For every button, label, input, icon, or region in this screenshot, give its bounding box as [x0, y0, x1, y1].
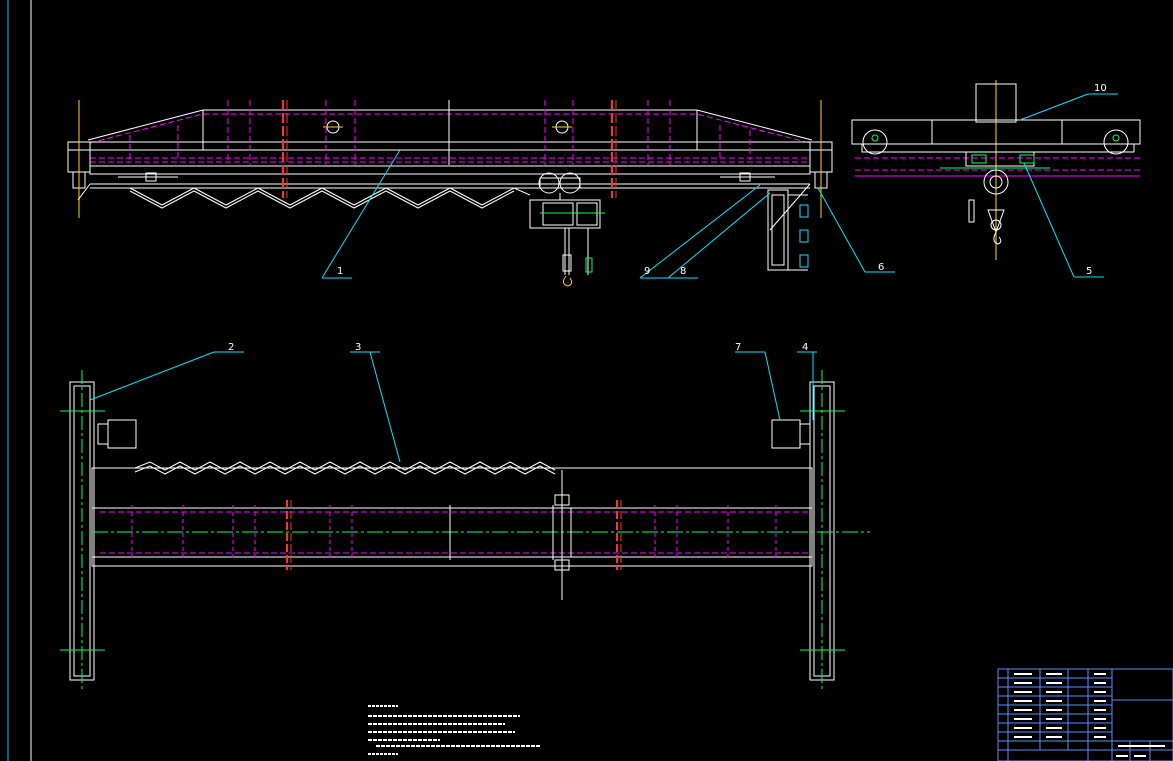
- part-label-8: 8: [680, 266, 686, 277]
- technical-notes-block: [368, 705, 540, 755]
- part-label-10: 10: [1094, 83, 1107, 94]
- part-label-2: 2: [228, 342, 234, 353]
- front-view-leaders: [321, 149, 895, 279]
- drawing-border: [7, 0, 32, 761]
- front-elevation-view: [67, 100, 833, 287]
- part-label-3: 3: [355, 342, 361, 353]
- electric-hoist: [529, 172, 605, 287]
- part-label-7: 7: [735, 342, 741, 353]
- part-label-6: 6: [878, 262, 884, 273]
- side-elevation-view: [851, 80, 1141, 260]
- title-block: [997, 668, 1173, 761]
- part-number-labels: 1 2 3 4 5 6 7 8 9 10: [228, 83, 1107, 353]
- part-label-9: 9: [644, 266, 650, 277]
- plan-view: [60, 370, 870, 690]
- part-label-4: 4: [802, 342, 808, 353]
- side-view-leaders: [1019, 93, 1118, 278]
- plan-view-leaders: [89, 351, 817, 463]
- part-label-5: 5: [1086, 266, 1092, 277]
- part-label-1: 1: [337, 266, 343, 277]
